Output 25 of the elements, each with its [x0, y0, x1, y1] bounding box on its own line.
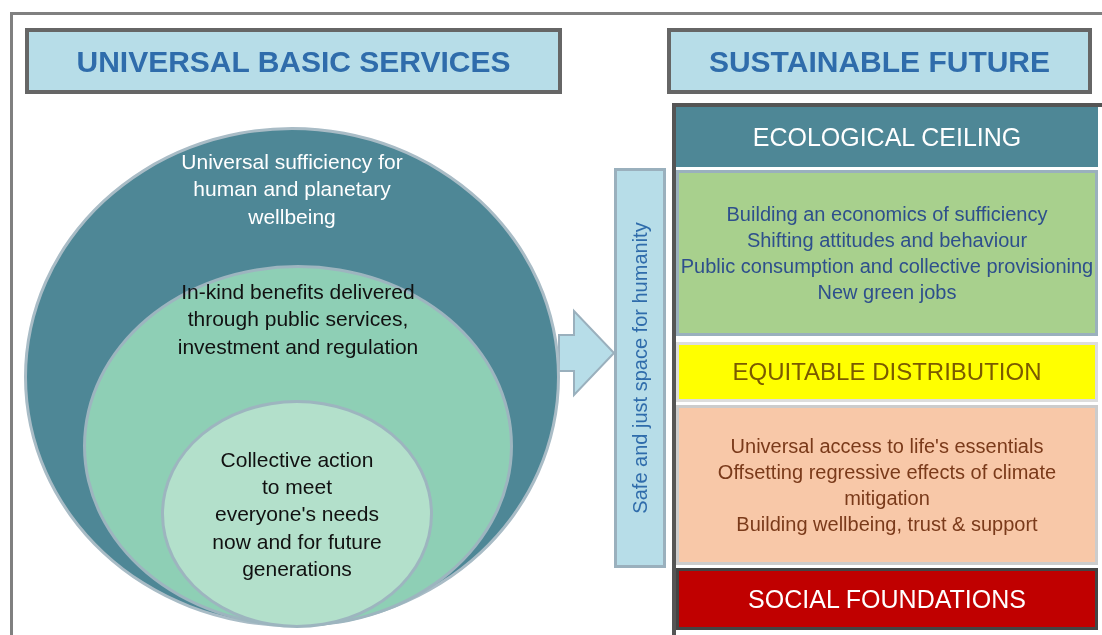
vertical-band [614, 168, 666, 568]
box-text: Universal access to life's essentials [730, 434, 1044, 459]
heading: SUSTAINABLE FUTURE [708, 43, 1051, 80]
header-box [667, 28, 1092, 94]
box-text: Public consumption and collective provisioning [680, 254, 1094, 279]
header-box [25, 28, 562, 94]
box-text: SOCIAL FOUNDATIONS [748, 583, 1026, 615]
box-text: EQUITABLE DISTRIBUTION [732, 357, 1042, 388]
box-text: ECOLOGICAL CEILING [752, 121, 1022, 153]
box-text: Shifting attitudes and behaviour [746, 228, 1028, 253]
circle-text: In-kind benefits delivered through public services, investment and regulation [176, 279, 420, 360]
box-text: Building an economics of sufficiency [726, 202, 1048, 227]
box-text: New green jobs [817, 280, 957, 305]
box-text: Safe and just space for humanity [628, 222, 652, 514]
box-text: Building wellbeing, trust & support [736, 512, 1038, 537]
foundations-box [676, 568, 1098, 630]
box-text: Offsetting regressive effects of climate mitigation [716, 460, 1058, 511]
block-arrow [558, 308, 616, 398]
circle-text: Universal sufficiency for human and planetary wellbeing [180, 149, 404, 230]
distribution-box [676, 342, 1098, 402]
ceiling-box [676, 107, 1098, 167]
circle-text: Collective action to meet everyone's needs now and for future generations [212, 446, 382, 582]
ecological-box [676, 170, 1098, 336]
heading: UNIVERSAL BASIC SERVICES [76, 43, 511, 80]
social-box [676, 405, 1098, 565]
